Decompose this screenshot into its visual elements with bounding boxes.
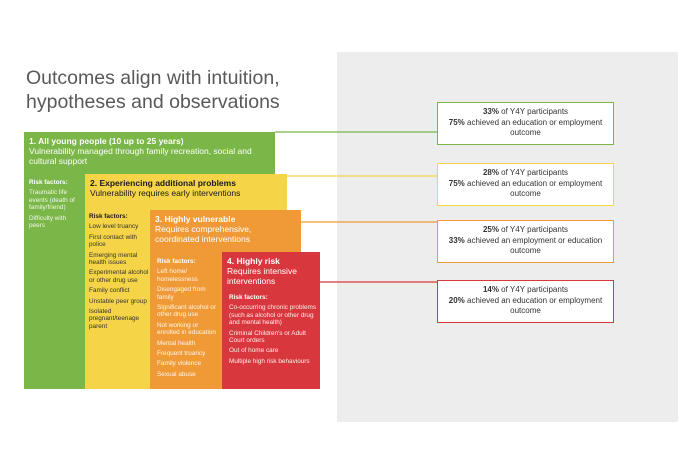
risk-item: Low level truancy	[89, 223, 139, 231]
level-1-subtitle: Vulnerability managed through family rec…	[29, 146, 252, 166]
outcome-text: of Y4Y participants	[498, 285, 569, 294]
risk-item: Isolated pregnant/teenage parent	[89, 308, 140, 330]
outcome-box-4: 14% of Y4Y participants 20% achieved an …	[437, 280, 614, 323]
outcome-box-3: 25% of Y4Y participants 33% achieved an …	[437, 220, 614, 263]
outcome-text: of Y4Y participants	[498, 107, 569, 116]
risk-item: Not working or enrolled in education	[157, 321, 216, 337]
outcome-percent: 20%	[448, 295, 465, 305]
outcome-percent: 14%	[482, 285, 499, 294]
risk-item: Disengaged from family	[157, 286, 206, 301]
outcome-box-1: 33% of Y4Y participants 75% achieved an …	[437, 102, 614, 145]
outcome-percent: 75%	[448, 178, 465, 188]
outcome-percent: 33%	[448, 235, 465, 245]
outcome-text: achieved an education or employment outc…	[464, 117, 603, 138]
risk-title: Risk factors:	[229, 294, 268, 301]
outcome-percent: 33%	[482, 107, 499, 116]
risk-item: Multiple high risk behaviours	[229, 357, 310, 365]
risk-item: Unstable peer group	[89, 297, 147, 305]
risk-item: Traumatic life events (death of family/f…	[29, 189, 75, 212]
outcome-text: achieved an education or employment outc…	[464, 178, 603, 199]
level-4-box: 4. Highly risk Requires intensive interv…	[222, 252, 320, 389]
level-1-risk-factors: Risk factors: Traumatic life events (dea…	[29, 179, 83, 232]
risk-item: Experimental alcohol or other drug use	[89, 269, 149, 284]
risk-item: First contact with police	[89, 233, 137, 249]
level-4-risk-factors: Risk factors: Co-occurring chronic probl…	[229, 294, 317, 368]
risk-item: Mental health	[157, 339, 196, 347]
risk-title: Risk factors:	[157, 258, 196, 265]
level-2-heading: 2. Experiencing additional problems	[90, 178, 236, 188]
risk-item: Emerging mental health issues	[89, 251, 138, 267]
risk-item: Sexual abuse	[157, 370, 196, 378]
outcome-percent: 28%	[482, 168, 499, 177]
level-2-subtitle: Vulnerability requires early interventio…	[90, 188, 241, 198]
risk-item: Difficulty with peers	[29, 214, 67, 230]
level-4-subtitle: Requires intensive interventions	[227, 266, 297, 286]
outcome-text: of Y4Y participants	[498, 168, 569, 177]
level-3-risk-factors: Risk factors: Left home/ homelessness Di…	[157, 258, 219, 381]
outcome-box-2: 28% of Y4Y participants 75% achieved an …	[437, 163, 614, 206]
level-3-heading: 3. Highly vulnerable	[155, 214, 236, 224]
level-1-heading: 1. All young people (10 up to 25 years)	[29, 136, 184, 146]
risk-item: Family violence	[157, 360, 202, 368]
risk-item: Out of home care	[229, 347, 279, 355]
outcome-percent: 25%	[482, 225, 499, 234]
risk-item: Frequent truancy	[157, 350, 206, 358]
level-3-subtitle: Requires comprehensive, coordinated inte…	[155, 224, 252, 244]
page-title: Outcomes align with intuition, hypothese…	[26, 67, 280, 113]
risk-title: Risk factors:	[89, 213, 128, 220]
risk-item: Criminal Children's or Adult Court order…	[229, 329, 306, 345]
outcome-percent: 75%	[448, 117, 465, 127]
outcome-text: achieved an education or employment outc…	[464, 295, 603, 316]
risk-title: Risk factors:	[29, 179, 68, 186]
risk-item: Left home/ homelessness	[157, 268, 198, 283]
level-2-risk-factors: Risk factors: Low level truancy First co…	[89, 213, 149, 333]
level-4-heading: 4. Highly risk	[227, 256, 280, 266]
risk-item: Significant alcohol or other drug use	[157, 304, 216, 319]
outcome-text: of Y4Y participants	[498, 225, 569, 234]
outcome-text: achieved an employment or education outc…	[464, 235, 603, 256]
risk-item: Family conflict	[89, 287, 130, 295]
risk-item: Co-occurring chronic problems (such as a…	[229, 304, 317, 327]
